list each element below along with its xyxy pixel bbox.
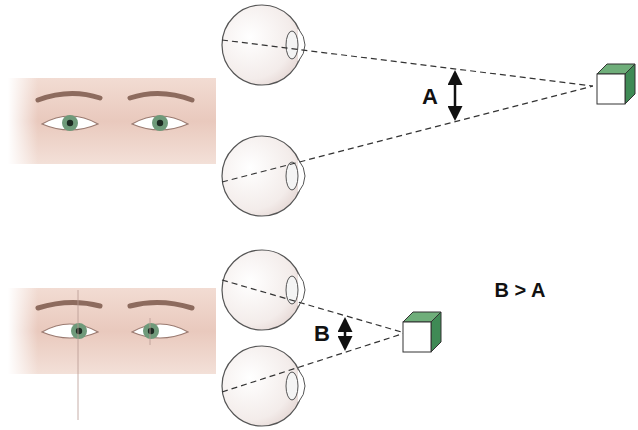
- lens: [286, 162, 298, 190]
- eyebrow: [38, 302, 100, 308]
- cube-front: [403, 322, 431, 352]
- eye-white: [42, 116, 98, 130]
- sight-line: [222, 86, 593, 182]
- angle-label: A: [422, 86, 438, 108]
- lens: [286, 372, 298, 400]
- cornea: [298, 369, 305, 403]
- eyeball-group: [222, 5, 305, 426]
- angle-label: B: [314, 323, 330, 345]
- iris: [71, 323, 87, 339]
- angle-arrow: [344, 320, 347, 348]
- sight-line: [222, 333, 405, 392]
- cube-side: [431, 312, 441, 352]
- comparison-note: B > A: [495, 280, 546, 300]
- face-fade: [8, 78, 38, 164]
- face-photo-converged: [8, 288, 216, 420]
- eyeball-outline: [222, 136, 302, 216]
- eyebrow: [130, 302, 192, 308]
- face-fade: [8, 288, 38, 374]
- face-skin: [8, 288, 216, 374]
- guide-line: [78, 290, 79, 420]
- eyeball: [222, 346, 305, 426]
- face-skin: [8, 78, 216, 164]
- pupil: [67, 120, 73, 126]
- lens: [286, 31, 298, 59]
- face-photo-relaxed: [8, 78, 216, 164]
- pupil: [76, 328, 82, 334]
- sight-line: [222, 40, 593, 86]
- far-cube: [597, 64, 635, 104]
- cube-side: [625, 64, 635, 104]
- angle-arrow: [454, 73, 457, 118]
- eyeball-outline: [222, 346, 302, 426]
- eyeball: [222, 136, 305, 216]
- cornea: [298, 159, 305, 193]
- iris: [152, 115, 168, 131]
- iris: [143, 323, 159, 339]
- near-cube: [403, 312, 441, 352]
- sight-lines: [222, 40, 593, 392]
- eye-white: [132, 116, 188, 130]
- eyeball: [222, 250, 305, 330]
- guide-line: [150, 318, 151, 345]
- eye-white: [42, 324, 98, 338]
- iris: [62, 115, 78, 131]
- eyebrow: [38, 93, 100, 100]
- eyebrow: [130, 93, 192, 100]
- pupil: [157, 120, 163, 126]
- sight-line: [222, 280, 405, 333]
- cube-front: [597, 74, 625, 104]
- pupil: [148, 328, 154, 334]
- eyeball-outline: [222, 250, 302, 330]
- cornea: [298, 28, 305, 62]
- eye-white: [132, 324, 188, 338]
